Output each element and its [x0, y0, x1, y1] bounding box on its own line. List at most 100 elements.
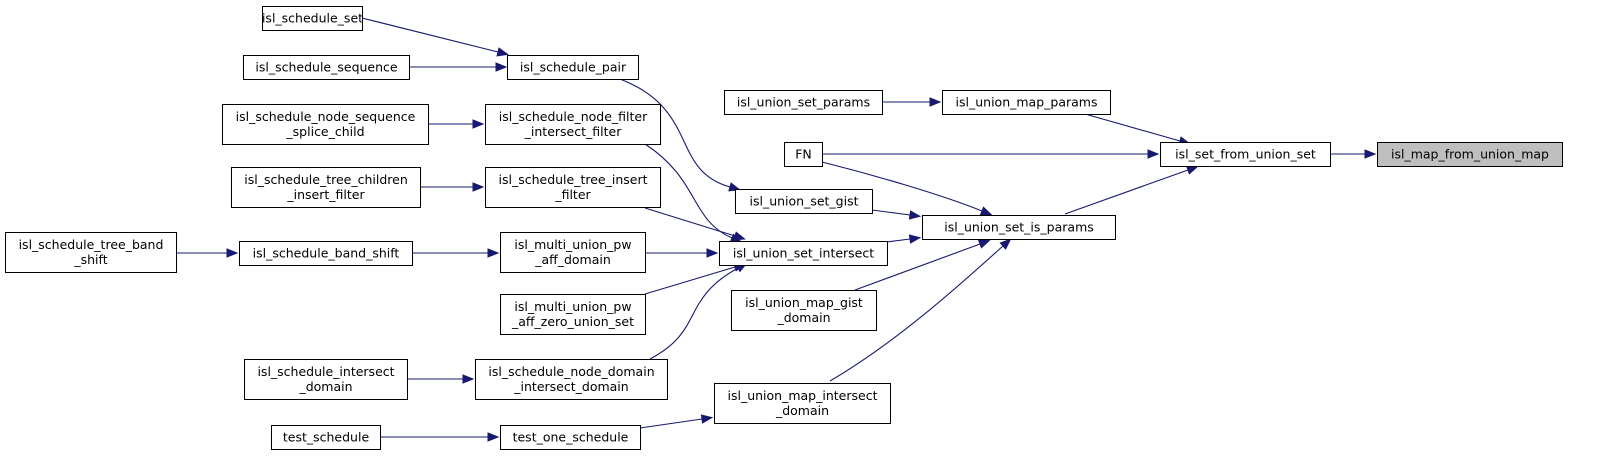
node-label: isl_schedule_node_domain: [488, 364, 654, 379]
edge-tree-insert-filter-to-union-set-intersect: [644, 207, 746, 241]
edge-schedule-set-to-schedule-pair: [361, 17, 510, 57]
edge-union-set-gist-to-union-set-is-params: [871, 209, 922, 220]
node-label: test_schedule: [283, 430, 370, 445]
node-label: isl_schedule_sequence: [255, 60, 398, 75]
edge-fn-to-set-from-union-set: [822, 149, 1160, 159]
node-band-shift[interactable]: isl_schedule_band_shift: [239, 241, 413, 266]
node-label: isl_schedule_intersect: [257, 364, 394, 379]
arrow-head-icon: [908, 210, 922, 220]
node-label: isl_schedule_node_filter: [499, 109, 648, 124]
edge-union-set-is-params-to-set-from-union-set: [1064, 165, 1199, 215]
node-label: isl_set_from_union_set: [1175, 147, 1316, 162]
arrow-head-icon: [462, 374, 475, 384]
edge-test-one-schedule-to-union-map-intersect-domain: [639, 414, 714, 429]
node-label: _shift: [73, 252, 107, 267]
node-test-one-schedule[interactable]: test_one_schedule: [500, 425, 641, 450]
edge-union-map-intersect-domain-to-union-set-is-params: [829, 238, 1012, 382]
edge-node-sequence-splice-to-node-filter-intersect: [428, 119, 485, 129]
edge-tree-band-shift-to-band-shift: [176, 248, 239, 258]
arrow-head-icon: [728, 182, 741, 192]
node-union-map-intersect-domain[interactable]: isl_union_map_intersect_domain: [714, 383, 891, 424]
node-label: isl_schedule_tree_insert: [498, 172, 647, 187]
arrow-head-icon: [733, 231, 746, 241]
arrow-head-icon: [487, 248, 500, 258]
node-label: _domain: [298, 379, 352, 394]
arrow-head-icon: [495, 62, 508, 72]
node-layer: isl_map_from_union_map isl_set_from_union…: [5, 6, 1563, 450]
node-fn[interactable]: FN: [784, 142, 823, 167]
edge-schedule-pair-to-union-set-gist: [619, 78, 741, 192]
node-label: isl_schedule_set: [262, 11, 363, 26]
arrow-head-icon: [1147, 149, 1160, 159]
node-label: isl_schedule_pair: [520, 60, 627, 75]
edge-band-shift-to-mupa-domain: [412, 248, 500, 258]
node-label: _aff_zero_union_set: [511, 314, 634, 329]
arrow-head-icon: [1364, 149, 1377, 159]
node-label: isl_multi_union_pw: [514, 299, 631, 314]
edge-tree-children-insert-to-tree-insert-filter: [420, 182, 485, 192]
node-set-from-union-set[interactable]: isl_set_from_union_set: [1160, 142, 1331, 167]
edge-union-set-params-to-union-map-params: [882, 97, 942, 107]
arrow-head-icon: [226, 248, 239, 258]
node-label: isl_map_from_union_map: [1391, 147, 1549, 162]
node-label: _splice_child: [285, 124, 364, 139]
node-tree-band-shift[interactable]: isl_schedule_tree_band_shift: [5, 232, 177, 273]
node-label: _filter: [554, 187, 591, 202]
arrow-head-icon: [472, 182, 485, 192]
node-schedule-intersect-domain[interactable]: isl_schedule_intersect_domain: [244, 359, 408, 400]
arrow-head-icon: [496, 47, 510, 57]
node-label: isl_schedule_tree_children: [244, 172, 408, 187]
node-tree-insert-filter[interactable]: isl_schedule_tree_insert_filter: [485, 167, 661, 208]
node-schedule-set[interactable]: isl_schedule_set: [262, 6, 363, 31]
node-label: isl_schedule_node_sequence: [236, 109, 416, 124]
arrow-head-icon: [472, 119, 485, 129]
node-label: isl_multi_union_pw: [514, 237, 631, 252]
node-schedule-pair[interactable]: isl_schedule_pair: [507, 55, 639, 80]
edge-mupa-zero-to-union-set-intersect: [644, 262, 746, 295]
edge-schedule-intersect-domain-to-node-domain-intersect: [407, 374, 475, 384]
node-mupa-domain[interactable]: isl_multi_union_pw_aff_domain: [500, 232, 646, 273]
edge-union-map-gist-domain-to-union-set-is-params: [854, 239, 991, 291]
edge-mupa-domain-to-union-set-intersect: [645, 248, 719, 258]
arrow-head-icon: [706, 248, 719, 258]
node-union-set-params[interactable]: isl_union_set_params: [724, 90, 883, 115]
arrow-head-icon: [999, 238, 1012, 250]
node-label: test_one_schedule: [513, 430, 629, 445]
node-test-schedule[interactable]: test_schedule: [271, 425, 381, 450]
node-tree-children-insert[interactable]: isl_schedule_tree_children_insert_filter: [231, 167, 421, 208]
arrow-head-icon: [700, 414, 714, 424]
node-label: isl_schedule_band_shift: [253, 246, 400, 261]
node-union-set-gist[interactable]: isl_union_set_gist: [735, 189, 873, 214]
node-label: _domain: [775, 403, 829, 418]
node-label: isl_union_set_params: [737, 95, 870, 110]
node-label: isl_union_map_gist: [745, 295, 863, 310]
node-label: _insert_filter: [286, 187, 365, 202]
node-label: _intersect_filter: [524, 124, 623, 139]
node-label: _aff_domain: [534, 252, 611, 267]
node-union-map-gist-domain[interactable]: isl_union_map_gist_domain: [731, 290, 877, 331]
edge-schedule-sequence-to-schedule-pair: [409, 62, 508, 72]
edge-test-schedule-to-test-one-schedule: [380, 432, 500, 442]
node-schedule-sequence[interactable]: isl_schedule_sequence: [243, 55, 410, 80]
edge-fn-to-union-set-is-params: [821, 161, 993, 216]
node-map-from-union-map[interactable]: isl_map_from_union_map: [1377, 142, 1563, 167]
edge-union-map-params-to-set-from-union-set: [1084, 113, 1191, 146]
arrow-head-icon: [979, 206, 993, 216]
node-label: _intersect_domain: [513, 379, 628, 394]
arrow-head-icon: [1185, 165, 1199, 175]
edge-set-from-union-set-to-map-from-union-map: [1330, 149, 1377, 159]
node-union-set-is-params[interactable]: isl_union_set_is_params: [922, 215, 1116, 240]
node-label: _domain: [776, 310, 830, 325]
node-node-sequence-splice[interactable]: isl_schedule_node_sequence_splice_child: [222, 104, 429, 145]
node-union-set-intersect[interactable]: isl_union_set_intersect: [719, 241, 888, 266]
node-label: isl_union_set_gist: [749, 194, 858, 209]
node-mupa-zero[interactable]: isl_multi_union_pw_aff_zero_union_set: [500, 294, 646, 335]
node-union-map-params[interactable]: isl_union_map_params: [942, 90, 1111, 115]
node-node-domain-intersect[interactable]: isl_schedule_node_domain_intersect_domai…: [475, 359, 668, 400]
arrow-head-icon: [929, 97, 942, 107]
node-label: isl_schedule_tree_band: [19, 237, 164, 252]
arrow-head-icon: [908, 234, 922, 244]
node-node-filter-intersect[interactable]: isl_schedule_node_filter_intersect_filte…: [485, 104, 661, 145]
node-label: isl_union_map_params: [956, 95, 1098, 110]
